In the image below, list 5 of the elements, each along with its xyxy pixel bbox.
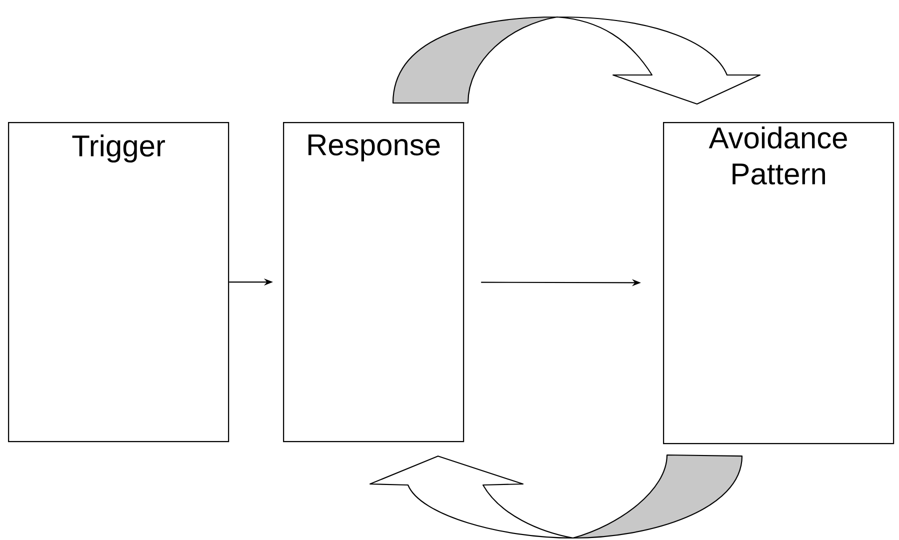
process-box: Avoidance Pattern — [663, 122, 894, 444]
process-box: Response — [283, 122, 464, 442]
curved-block-arrow — [392, 16, 761, 105]
process-box: Trigger — [8, 122, 230, 442]
curved-block-arrow — [369, 454, 743, 539]
